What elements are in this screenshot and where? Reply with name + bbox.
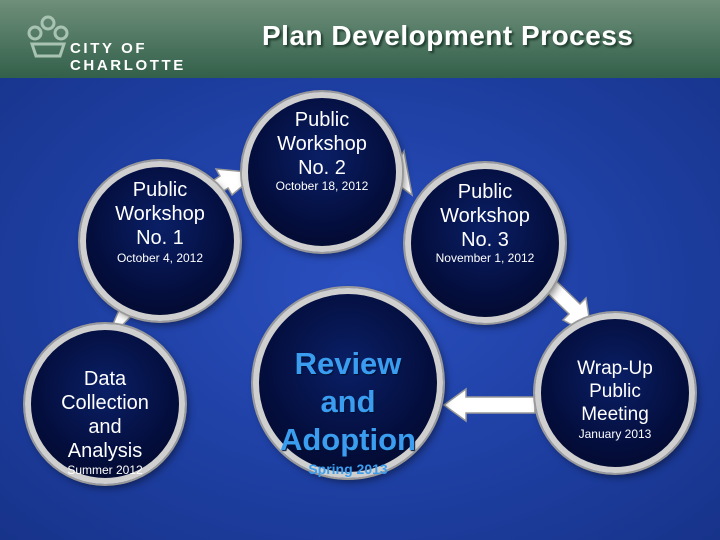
workshop-2-label: Public Workshop No. 2 <box>277 109 367 179</box>
review-label: Review and Adoption <box>279 346 416 457</box>
logo-text: CITY OF CHARLOTTE <box>70 40 186 74</box>
arrow-wrapup-to-review <box>442 387 536 423</box>
node-workshop-2 <box>242 92 402 252</box>
workshop-1-label: Public Workshop No. 1 <box>115 179 205 249</box>
node-review-adoption <box>253 288 443 478</box>
page-title: Plan Development Process <box>262 20 634 51</box>
node-workshop-1 <box>80 161 240 321</box>
node-wrapup <box>535 313 695 473</box>
city-logo: CITY OF CHARLOTTE <box>22 12 257 74</box>
data-collection-date: Summer 2012 <box>67 463 143 477</box>
review-date: Spring 2013 <box>308 461 388 477</box>
diagram-area: Public Public Workshop No. 1 October 4, … <box>0 78 720 540</box>
workshop-3-date: November 1, 2012 <box>435 251 535 265</box>
header-bar: CITY OF CHARLOTTE Plan Development Proce… <box>0 0 720 78</box>
wrapup-date: January 2013 <box>578 427 652 441</box>
crown-icon <box>27 15 69 58</box>
node-data-collection <box>25 324 185 484</box>
node-workshop-3 <box>405 163 565 323</box>
wrapup-label: Wrap-Up Public Meeting <box>577 358 653 425</box>
workshop-3-label: Public Workshop No. 3 <box>440 181 530 251</box>
workshop-1-date: October 4, 2012 <box>116 251 204 265</box>
workshop-2-date: October 18, 2012 <box>275 179 369 193</box>
data-collection-label: Data Collection and Analysis <box>61 368 149 462</box>
